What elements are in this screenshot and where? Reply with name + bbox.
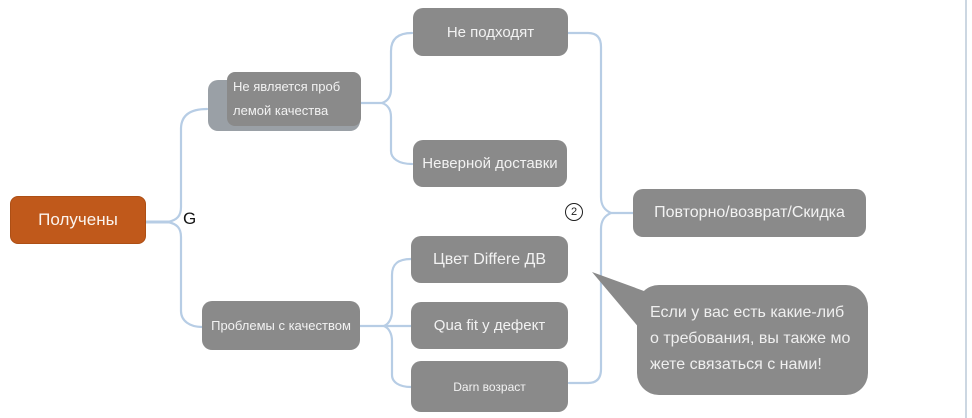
node-not-quality-issue[interactable]: Не является проб лемой качества: [227, 72, 361, 126]
node-wrong-delivery[interactable]: Неверной доставки: [413, 140, 567, 187]
callout-bubble[interactable]: Если у вас есть какие-либ о требования, …: [637, 285, 868, 395]
node-color-difference[interactable]: Цвет Differe ДВ: [411, 236, 568, 283]
node-summary-result[interactable]: Повторно/возврат/Скидка: [633, 189, 866, 237]
callout-line1: Если у вас есть какие-либ: [650, 304, 845, 321]
node-not-fit-label: Не подходят: [446, 23, 535, 41]
node-summary-result-label: Повторно/возврат/Скидка: [654, 204, 845, 221]
node-wrong-delivery-label: Неверной доставки: [422, 155, 558, 172]
node-quality-issues-label: Проблемы с качеством: [211, 318, 351, 333]
callout-line2: о требования, вы также мо: [650, 330, 851, 347]
canvas-edge-line: [965, 0, 967, 418]
node-received-label: Получены: [38, 210, 118, 229]
node-qua-fit-defect[interactable]: Qua fit у дефект: [411, 302, 568, 349]
node-not-quality-issue-line1: Не является проб: [233, 79, 341, 94]
summary-number-badge: 2: [565, 203, 583, 221]
callout-line3: жете связаться с нами!: [650, 356, 822, 373]
edge-brace-quality: [381, 257, 413, 389]
node-quality-issues[interactable]: Проблемы с качеством: [202, 301, 360, 350]
node-qua-fit-defect-label: Qua fit у дефект: [433, 317, 546, 334]
node-darn-age[interactable]: Darn возраст: [411, 361, 568, 412]
node-not-fit[interactable]: Не подходят: [413, 8, 568, 56]
node-darn-age-label: Darn возраст: [453, 379, 526, 394]
branch-label-g: G: [183, 209, 197, 228]
node-received[interactable]: Получены: [10, 196, 146, 244]
node-not-quality-issue-line2: лемой качества: [233, 103, 329, 118]
node-color-difference-label: Цвет Differe ДВ: [432, 250, 547, 268]
edge-brace-notquality: [378, 31, 414, 166]
